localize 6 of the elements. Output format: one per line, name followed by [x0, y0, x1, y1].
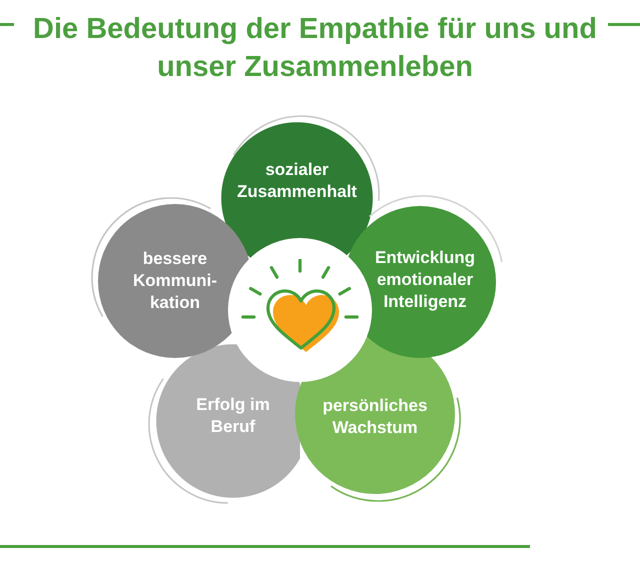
- node-label: sozialer Zusammenhalt: [236, 159, 358, 203]
- node-label: Entwicklung emotionaler Intelligenz: [374, 247, 476, 313]
- node-label: bessere Kommuni-kation: [132, 248, 218, 314]
- title: Die Bedeutung der Empathie für uns und unser Zusammenleben: [32, 12, 598, 85]
- node-label: Erfolg im Beruf: [195, 394, 271, 438]
- node-label: persönliches Wachstum: [322, 395, 428, 439]
